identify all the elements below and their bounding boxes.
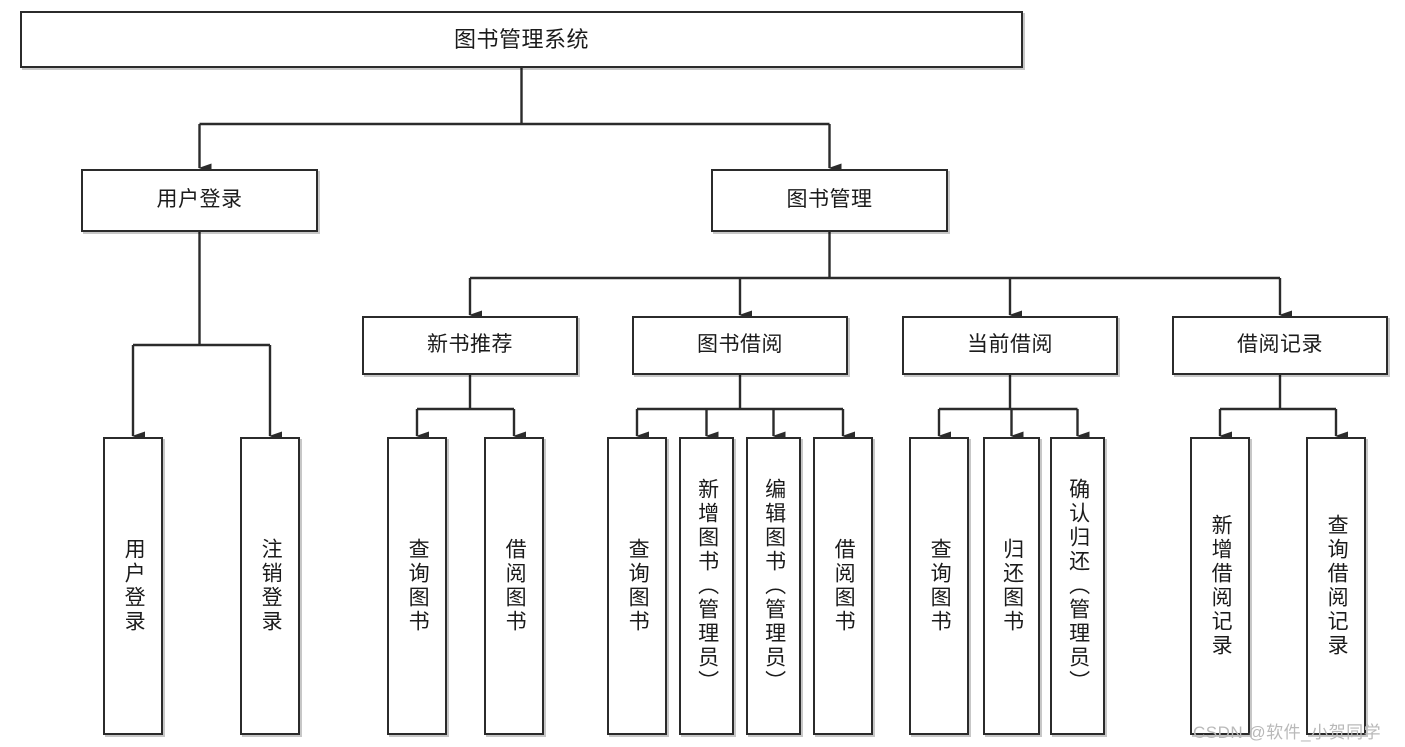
node-label: 用户登录 xyxy=(122,538,146,634)
node-label: 查询图书 xyxy=(626,538,650,634)
node-leaf-add-book[interactable]: 新增图书（管理员） xyxy=(679,437,734,735)
node-borrow-record[interactable]: 借阅记录 xyxy=(1172,316,1388,375)
node-current-borrow[interactable]: 当前借阅 xyxy=(902,316,1118,375)
node-label: 借阅图书 xyxy=(503,538,527,634)
node-label: 确认归还（管理员） xyxy=(1066,478,1090,694)
node-leaf-confirm-return[interactable]: 确认归还（管理员） xyxy=(1050,437,1105,735)
node-label: 归还图书 xyxy=(1000,538,1024,634)
node-label: 注销登录 xyxy=(259,538,283,634)
node-user-login[interactable]: 用户登录 xyxy=(81,169,318,232)
node-label: 图书借阅 xyxy=(697,333,783,357)
node-book-borrow[interactable]: 图书借阅 xyxy=(632,316,848,375)
node-label: 图书管理系统 xyxy=(453,26,589,52)
node-label: 当前借阅 xyxy=(967,333,1053,357)
node-leaf-query-book-1[interactable]: 查询图书 xyxy=(387,437,447,735)
node-book-manage[interactable]: 图书管理 xyxy=(711,169,948,232)
node-leaf-query-record[interactable]: 查询借阅记录 xyxy=(1306,437,1366,735)
node-root[interactable]: 图书管理系统 xyxy=(20,11,1023,68)
node-label: 借阅图书 xyxy=(832,538,856,634)
node-leaf-add-record[interactable]: 新增借阅记录 xyxy=(1190,437,1250,735)
node-leaf-user-login[interactable]: 用户登录 xyxy=(103,437,163,735)
node-leaf-query-book-2[interactable]: 查询图书 xyxy=(607,437,667,735)
node-leaf-borrow-book-2[interactable]: 借阅图书 xyxy=(813,437,873,735)
node-label: 新增图书（管理员） xyxy=(695,478,719,694)
node-new-book-recommend[interactable]: 新书推荐 xyxy=(362,316,578,375)
node-label: 查询图书 xyxy=(928,538,952,634)
node-leaf-return-book[interactable]: 归还图书 xyxy=(983,437,1040,735)
node-label: 用户登录 xyxy=(156,188,243,212)
node-leaf-query-book-3[interactable]: 查询图书 xyxy=(909,437,969,735)
node-label: 图书管理 xyxy=(786,188,873,212)
node-label: 查询图书 xyxy=(406,538,430,634)
node-leaf-edit-book[interactable]: 编辑图书（管理员） xyxy=(746,437,801,735)
node-label: 新书推荐 xyxy=(427,333,513,357)
node-label: 查询借阅记录 xyxy=(1325,514,1349,658)
node-label: 编辑图书（管理员） xyxy=(762,478,786,694)
node-leaf-user-logout[interactable]: 注销登录 xyxy=(240,437,300,735)
node-label: 借阅记录 xyxy=(1237,333,1323,357)
node-label: 新增借阅记录 xyxy=(1209,514,1233,658)
node-leaf-borrow-book-1[interactable]: 借阅图书 xyxy=(484,437,544,735)
